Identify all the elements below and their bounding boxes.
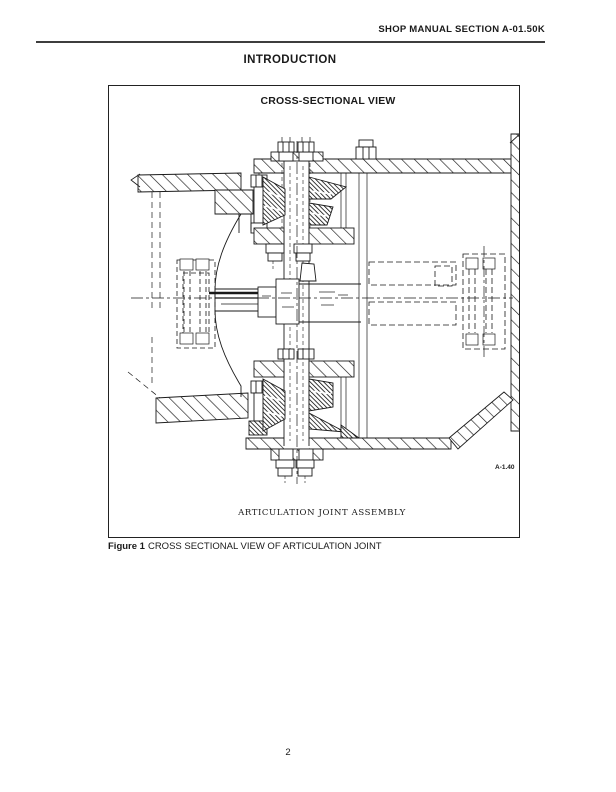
header-rule	[36, 41, 545, 43]
drawing-label: ARTICULATION JOINT ASSEMBLY	[238, 508, 406, 518]
drawing-ref-label: A-1.40	[495, 464, 515, 471]
section-title: INTRODUCTION	[243, 54, 337, 66]
header-title: SHOP MANUAL SECTION A-01.50K	[378, 24, 545, 35]
articulation-joint-diagram	[127, 133, 519, 484]
figure-title: CROSS-SECTIONAL VIEW	[260, 95, 396, 107]
figure-caption-number: Figure 1	[108, 541, 145, 552]
figure-box: CROSS-SECTIONAL VIEW A-1.40 ARTICULATION…	[108, 85, 520, 538]
page-number: 2	[285, 747, 291, 758]
figure-caption-text: CROSS SECTIONAL VIEW OF ARTICULATION JOI…	[147, 541, 382, 552]
